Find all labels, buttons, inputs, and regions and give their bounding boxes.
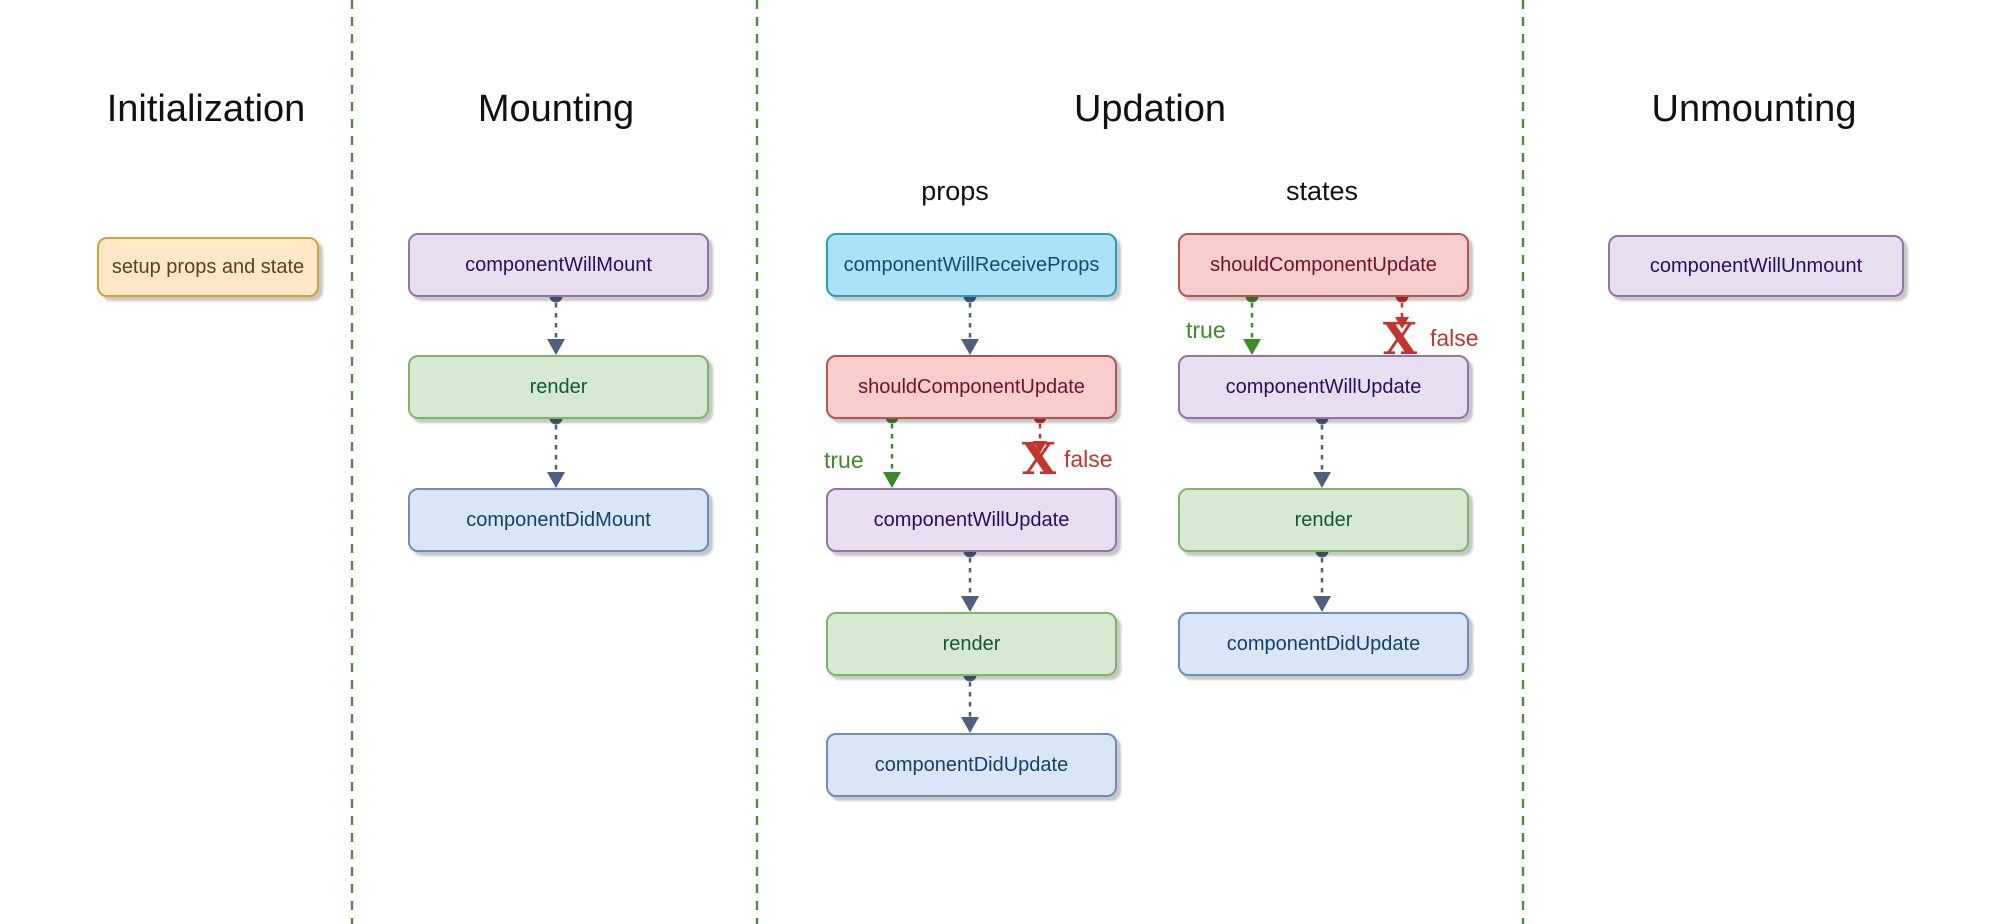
arrowhead-icon xyxy=(1313,472,1331,488)
box-component-will-receive-props: componentWillReceiveProps xyxy=(826,233,1117,297)
box-states-component-will-update: componentWillUpdate xyxy=(1178,355,1469,419)
section-title-updation: Updation xyxy=(1073,88,1227,130)
arrowhead-icon xyxy=(961,339,979,355)
subflow-label-props: props xyxy=(921,176,989,206)
true-arrowhead-icon xyxy=(883,472,901,488)
section-title-unmounting: Unmounting xyxy=(1651,88,1857,130)
box-props-should-component-update: shouldComponentUpdate xyxy=(826,355,1117,419)
false-arrowhead-icon xyxy=(1033,441,1047,453)
true-arrowhead-icon xyxy=(1243,339,1261,355)
arrowhead-icon xyxy=(547,339,565,355)
states-false-label: false xyxy=(1430,325,1479,351)
box-states-render: render xyxy=(1178,488,1469,552)
box-mounting-render: render xyxy=(408,355,709,419)
props-true-label: true xyxy=(824,447,864,473)
arrowhead-icon xyxy=(547,472,565,488)
false-arrowhead-icon xyxy=(1395,317,1409,329)
box-props-component-will-update: componentWillUpdate xyxy=(826,488,1117,552)
states-true-label: true xyxy=(1186,317,1226,343)
arrowhead-icon xyxy=(961,717,979,733)
box-states-should-component-update: shouldComponentUpdate xyxy=(1178,233,1469,297)
box-component-did-mount: componentDidMount xyxy=(408,488,709,552)
box-states-component-did-update: componentDidUpdate xyxy=(1178,612,1469,676)
props-false-label: false xyxy=(1064,446,1113,472)
box-props-render: render xyxy=(826,612,1117,676)
section-title-initialization: Initialization xyxy=(106,88,306,130)
arrowhead-icon xyxy=(961,596,979,612)
box-component-will-mount: componentWillMount xyxy=(408,233,709,297)
arrowhead-icon xyxy=(1313,596,1331,612)
subflow-label-states: states xyxy=(1285,176,1359,206)
box-props-component-did-update: componentDidUpdate xyxy=(826,733,1117,797)
props-false-x-icon: X xyxy=(1021,434,1057,485)
states-false-x-icon: X xyxy=(1382,314,1418,365)
section-title-mounting: Mounting xyxy=(477,88,635,130)
box-setup-props-and-state: setup props and state xyxy=(97,237,319,297)
box-component-will-unmount: componentWillUnmount xyxy=(1608,235,1904,297)
